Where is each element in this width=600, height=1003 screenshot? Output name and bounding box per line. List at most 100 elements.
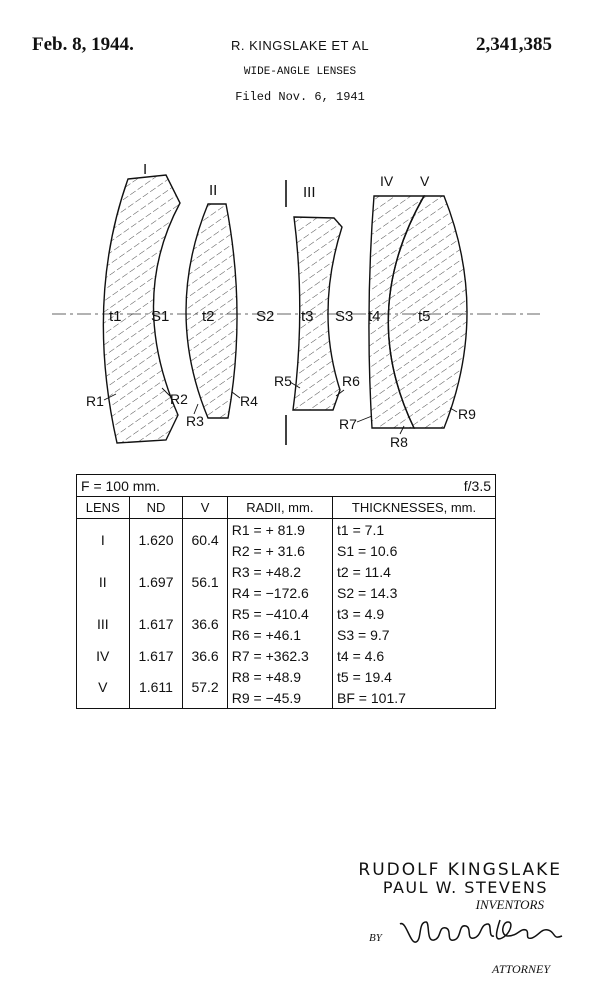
nd-4: 1.617 (129, 645, 184, 666)
thickness-value: 4.9 (364, 605, 385, 622)
thickness-value: 14.3 (370, 584, 398, 601)
thickness-name: S2 (337, 584, 355, 601)
lens-element-5 (387, 195, 468, 429)
inventors-caption: INVENTORS (475, 897, 544, 912)
radius-row: R2 = + 31.6 (227, 540, 334, 561)
thickness-name: t3 (337, 605, 349, 622)
label-s2: S2 (256, 308, 274, 325)
label-r3: R3 (186, 413, 204, 429)
v-2: 56.1 (182, 561, 228, 603)
header-lens: LENS (76, 496, 130, 519)
radius-value: + 81.9 (265, 521, 305, 538)
lens-data-table: F = 100 mm. f/3.5 LENS ND V RADII, mm. T… (76, 474, 496, 709)
radius-name: R5 (231, 605, 250, 622)
thickness-name: BF (337, 689, 355, 706)
v-3: 36.6 (182, 603, 228, 645)
attorney-signature (399, 919, 563, 943)
lens-element-3 (292, 216, 343, 411)
nd-1: 1.620 (129, 518, 184, 561)
radius-name: R2 (231, 542, 250, 559)
thickness-name: S1 (337, 542, 355, 559)
header-thicknesses: THICKNESSES, mm. (332, 496, 496, 519)
filed-date: Filed Nov. 6, 1941 (235, 90, 365, 104)
inventors-header: R. KINGSLAKE ET AL (230, 38, 370, 53)
label-t1: t1 (109, 308, 122, 325)
radius-value: +48.9 (265, 668, 302, 685)
thickness-row: t4 = 4.6 (337, 647, 385, 664)
radius-row: R8 = +48.9 (227, 666, 334, 687)
label-element-2: II (209, 182, 217, 199)
label-r4: R4 (240, 393, 258, 409)
radius-name: R6 (231, 626, 250, 643)
radius-row: R7 = +362.3 (227, 645, 334, 666)
label-s3: S3 (335, 308, 353, 325)
radius-row: R4 = −172.6 (227, 582, 334, 603)
radius-name: R7 (231, 647, 250, 664)
label-t2: t2 (202, 308, 215, 325)
radius-name: R4 (231, 584, 250, 601)
label-r8: R8 (390, 434, 408, 450)
nd-3: 1.617 (129, 603, 184, 645)
nd-5: 1.611 (129, 666, 184, 709)
thickness-name: t4 (337, 647, 349, 664)
radius-name: R3 (231, 563, 250, 580)
label-s1: S1 (151, 308, 169, 325)
lens-element-2 (185, 203, 238, 419)
thickness-value: 101.7 (370, 689, 406, 706)
label-r6: R6 (342, 373, 360, 389)
attorney-caption: ATTORNEY (491, 962, 550, 976)
label-r2: R2 (170, 391, 188, 407)
thickness-value: 11.4 (364, 563, 391, 580)
v-1: 60.4 (182, 518, 228, 561)
thickness-value: 9.7 (370, 626, 390, 643)
by-label: BY (369, 932, 382, 944)
thickness-value: 10.6 (370, 542, 398, 559)
patent-number: 2,341,385 (476, 34, 552, 55)
label-t3: t3 (301, 308, 314, 325)
label-r7: R7 (339, 416, 357, 432)
thickness-name: S3 (337, 626, 355, 643)
lens-id-1: I (76, 518, 130, 561)
header-radii: RADII, mm. (227, 496, 334, 519)
label-r9: R9 (458, 406, 476, 422)
patent-date: Feb. 8, 1944. (32, 34, 134, 55)
label-r1: R1 (86, 393, 104, 409)
radius-name: R8 (231, 668, 250, 685)
radius-value: −172.6 (265, 584, 309, 601)
label-t4: t4 (368, 308, 381, 325)
label-element-1: I (143, 161, 147, 178)
v-4: 36.6 (182, 645, 228, 666)
lens-id-3: III (76, 603, 130, 645)
lens-id-4: IV (76, 645, 130, 666)
header-nd: ND (129, 496, 184, 519)
lens-diagram: I II III IV V t1 S1 t2 S2 t3 S3 t4 t5 R1… (52, 161, 540, 450)
radius-value: +48.2 (265, 563, 302, 580)
inventor-name-2: PAUL W. STEVENS (382, 878, 548, 897)
radius-name: R9 (231, 689, 250, 706)
nd-2: 1.697 (129, 561, 184, 603)
radius-row: R1 = + 81.9 (227, 518, 334, 540)
thickness-name: t2 (337, 563, 349, 580)
aperture: f/3.5 (332, 474, 496, 497)
radius-row: R3 = +48.2 (227, 561, 334, 582)
radius-value: +362.3 (265, 647, 309, 664)
header-v: V (182, 496, 228, 519)
patent-title: WIDE-ANGLE LENSES (243, 66, 357, 78)
label-element-4: IV (380, 173, 394, 189)
inventor-name-1: RUDOLF KINGSLAKE (358, 860, 562, 880)
thickness-name: t5 (337, 668, 349, 685)
lens-id-5: V (76, 666, 130, 709)
label-t5: t5 (418, 308, 431, 325)
radius-row: R9 = −45.9 (227, 687, 334, 709)
thickness-row: t3 = 4.9 (337, 605, 385, 622)
thickness-value: 4.6 (364, 647, 385, 664)
focal-length: F = 100 mm. (76, 474, 333, 497)
thickness-row: t5 = 19.4 (337, 668, 392, 685)
thickness-row: S2 = 14.3 (337, 584, 398, 601)
radius-value: + 31.6 (265, 542, 305, 559)
label-element-5: V (420, 173, 430, 189)
label-r5: R5 (274, 373, 292, 389)
thickness-row: S1 = 10.6 (337, 542, 398, 559)
radius-value: −45.9 (265, 689, 302, 706)
label-element-3: III (303, 184, 316, 201)
